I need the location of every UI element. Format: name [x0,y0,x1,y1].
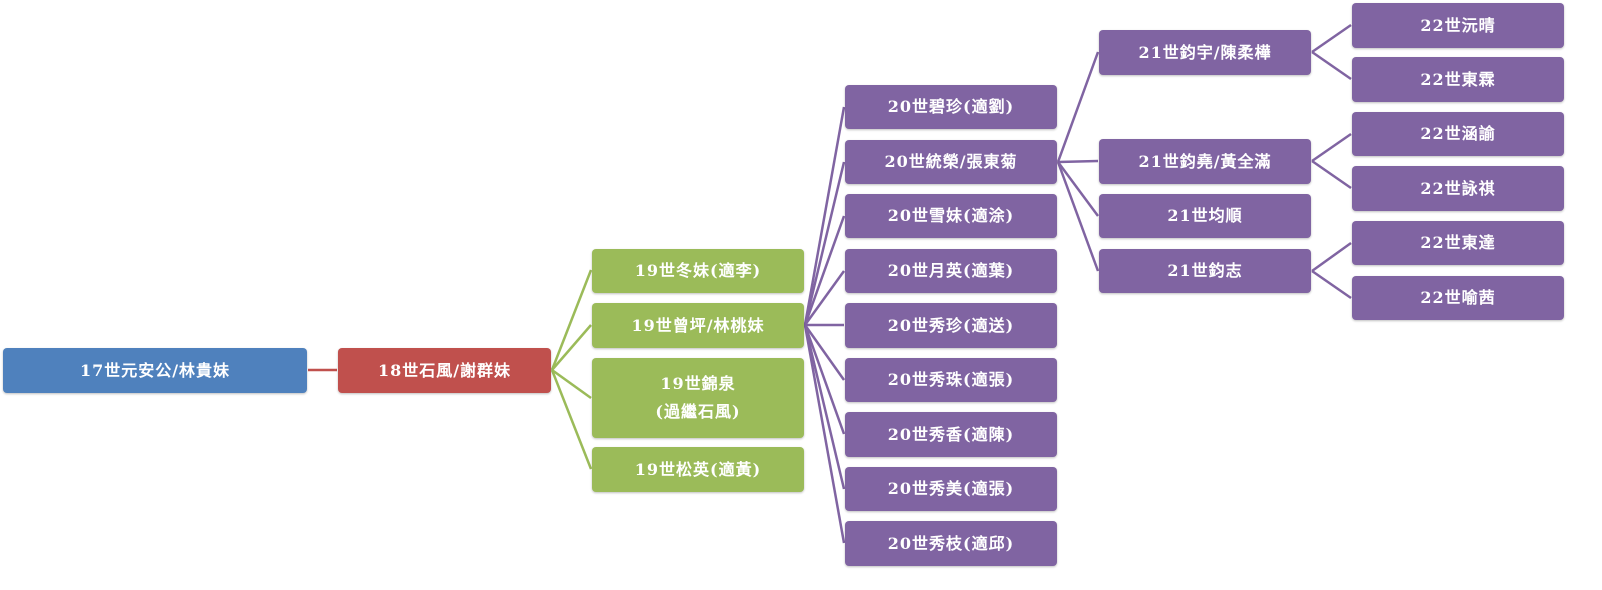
node-gen18[interactable]: 18世石風/謝群妹 [338,348,551,393]
link-18-19-4 [550,369,593,470]
link-21-22-1 [1311,23,1352,54]
node-gen21-3[interactable]: 21世均順 [1099,194,1311,238]
link-20-21-2 [1057,159,1099,164]
node-gen22-1[interactable]: 22世沅晴 [1352,3,1564,48]
node-gen19-2[interactable]: 19世曾坪/林桃妹 [592,303,804,348]
node-gen20-1[interactable]: 20世碧珍(適劉) [845,85,1057,129]
link-20-21-1 [1056,51,1100,163]
link-19-20-6 [803,324,846,381]
link-19-20-3 [803,215,846,326]
link-21-22-5 [1311,241,1352,273]
node-gen20-9[interactable]: 20世秀枝(適邱) [845,521,1057,566]
link-19-20-4 [803,270,846,326]
node-gen20-2[interactable]: 20世統榮/張東菊 [845,140,1057,184]
node-gen22-2[interactable]: 22世東霖 [1352,57,1564,102]
node-gen20-8[interactable]: 20世秀美(適張) [845,467,1057,511]
node-gen20-6[interactable]: 20世秀珠(適張) [845,358,1057,402]
node-gen20-3[interactable]: 20世雪妹(適涂) [845,194,1057,238]
node-gen21-1[interactable]: 21世鈞宇/陳柔樺 [1099,30,1311,75]
node-gen20-4[interactable]: 20世月英(適葉) [845,249,1057,293]
node-gen22-6[interactable]: 22世喻茜 [1352,276,1564,320]
node-gen21-2[interactable]: 21世鈞堯/黃全滿 [1099,139,1311,184]
link-18-19-3 [551,368,592,400]
link-19-20-9 [803,324,846,544]
node-gen20-7[interactable]: 20世秀香(適陳) [845,412,1057,457]
node-gen17-root[interactable]: 17世元安公/林貴妹 [3,348,307,393]
link-21-22-4 [1311,159,1352,190]
node-gen19-1[interactable]: 19世冬妹(適李) [592,249,804,293]
link-20-21-3 [1056,161,1100,217]
link-18-19-2 [551,324,592,371]
node-gen21-4[interactable]: 21世鈞志 [1099,249,1311,293]
node-gen22-4[interactable]: 22世詠祺 [1352,166,1564,211]
link-20-21-4 [1056,161,1100,272]
link-19-20-8 [803,324,846,490]
node-gen19-3[interactable]: 19世錦泉 (過繼石風) [592,358,804,438]
link-19-20-7 [803,324,846,435]
link-19-20-1 [803,106,846,326]
link-21-22-6 [1311,269,1352,300]
node-gen19-4[interactable]: 19世松英(適黃) [592,447,804,492]
node-gen22-3[interactable]: 22世涵諭 [1352,112,1564,156]
node-gen20-5[interactable]: 20世秀珍(適送) [845,303,1057,348]
node-gen22-5[interactable]: 22世東達 [1352,221,1564,265]
link-21-22-3 [1311,132,1352,163]
link-21-22-2 [1311,50,1352,81]
link-18-19-1 [550,269,593,371]
link-19-20-2 [803,161,846,326]
